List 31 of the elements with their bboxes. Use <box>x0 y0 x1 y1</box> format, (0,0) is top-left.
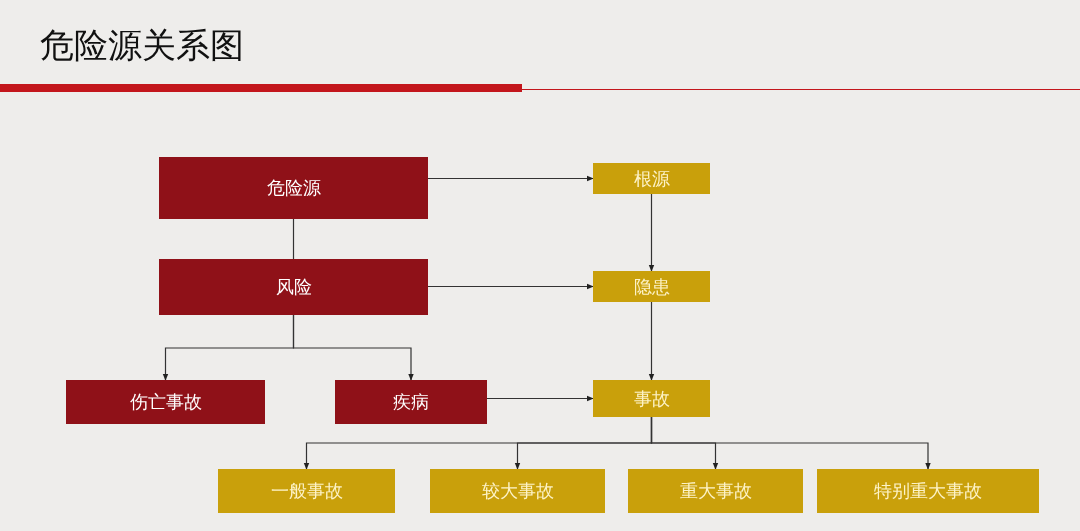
box-label: 风险 <box>275 276 312 298</box>
process-box <box>159 157 428 219</box>
process-box <box>593 163 710 194</box>
box-label: 危险源 <box>266 177 321 199</box>
connector-line <box>292 218 295 260</box>
process-box <box>159 259 428 315</box>
arrow <box>292 314 414 381</box>
box-label: 伤亡事故 <box>129 391 202 413</box>
box-label: 隐患 <box>633 275 670 298</box>
process-box <box>593 271 710 302</box>
arrow <box>648 193 655 272</box>
arrow <box>648 301 655 381</box>
box-label: 事故 <box>633 387 670 410</box>
process-box <box>335 380 487 424</box>
box-label: 疾病 <box>393 391 429 413</box>
box-label: 重大事故 <box>679 480 752 502</box>
process-box <box>593 380 710 417</box>
arrow <box>486 395 594 402</box>
box-label: 特别重大事故 <box>874 480 982 502</box>
process-box <box>430 469 605 513</box>
box-label: 较大事故 <box>481 480 554 502</box>
process-box <box>628 469 803 513</box>
page-title: 危险源关系图 <box>40 24 244 67</box>
arrow <box>427 283 594 290</box>
box-label: 根源 <box>633 167 670 190</box>
box-label: 一般事故 <box>270 480 343 502</box>
arrow <box>650 416 931 470</box>
arrow <box>427 175 594 182</box>
process-box <box>218 469 395 513</box>
process-box <box>66 380 265 424</box>
process-box <box>817 469 1039 513</box>
